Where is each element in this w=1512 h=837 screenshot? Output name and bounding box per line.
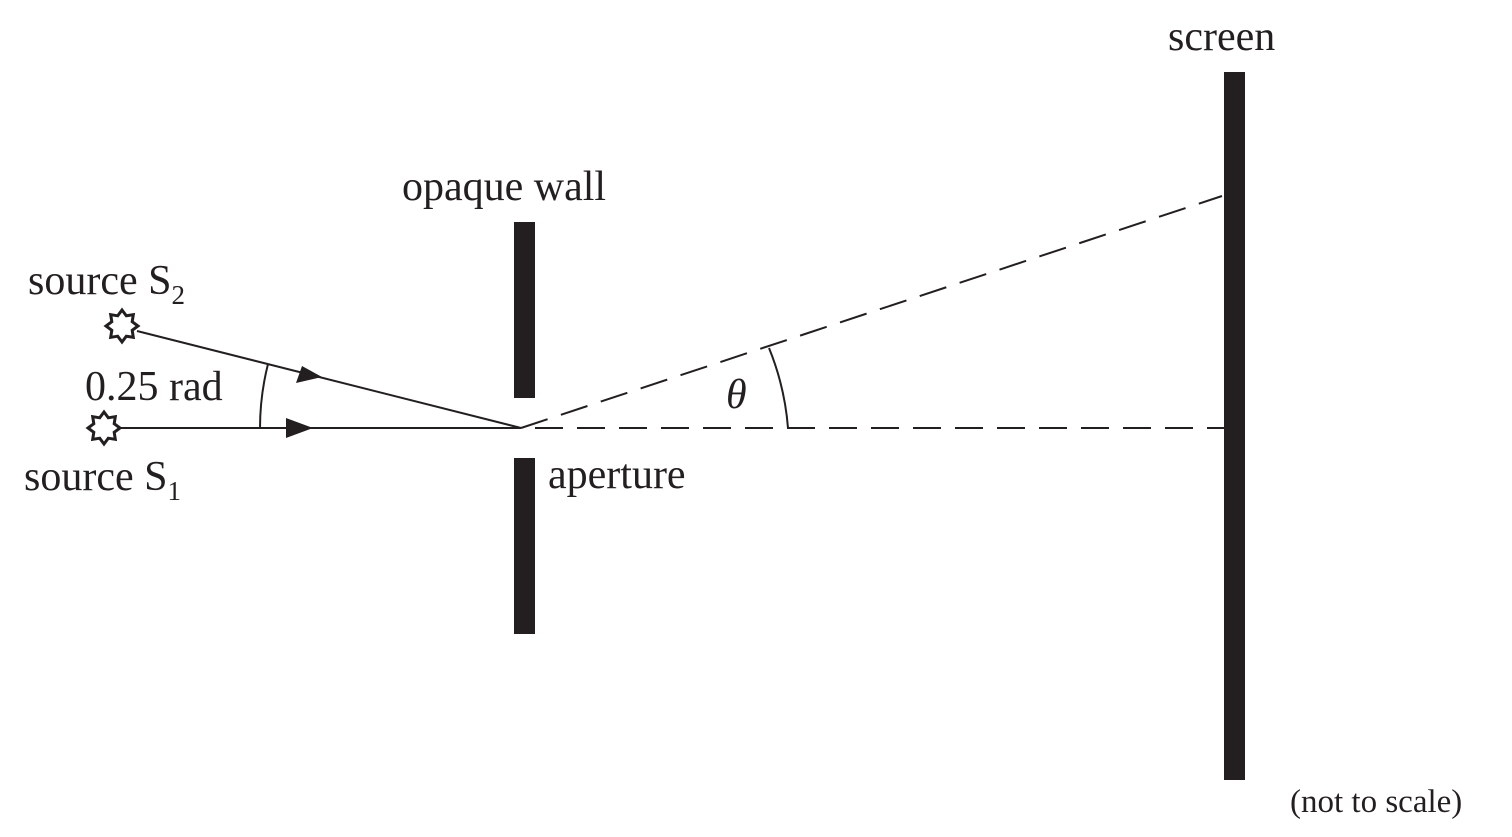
source-s1-subscript: 1 — [167, 476, 181, 506]
source-s2-icon — [103, 307, 141, 345]
screen-label: screen — [1168, 14, 1275, 60]
ray-s1-arrowhead — [286, 418, 313, 438]
source-s1-label: source S1 — [24, 454, 181, 506]
theta-label: θ — [726, 372, 747, 418]
source-angle-arc — [259, 363, 269, 429]
not-to-scale-note: (not to scale) — [1290, 784, 1462, 820]
opaque-wall-label: opaque wall — [402, 164, 606, 210]
ray-s2-arrowhead — [296, 366, 322, 383]
source-s2-label: source S2 — [28, 258, 185, 310]
opaque-wall-lower — [514, 458, 535, 634]
opaque-wall-upper — [514, 222, 535, 398]
source-s2-subscript: 2 — [171, 280, 185, 310]
source-s1-icon — [85, 409, 123, 447]
theta-angle-arc — [768, 347, 789, 429]
source-s1-label-text: source S — [24, 454, 167, 500]
aperture-label: aperture — [548, 452, 686, 498]
source-angle-label: 0.25 rad — [85, 364, 223, 410]
screen — [1224, 72, 1245, 780]
source-s2-label-text: source S — [28, 258, 171, 304]
ray-from-s2 — [136, 330, 522, 429]
diffracted-ray-dashed — [520, 195, 1223, 429]
